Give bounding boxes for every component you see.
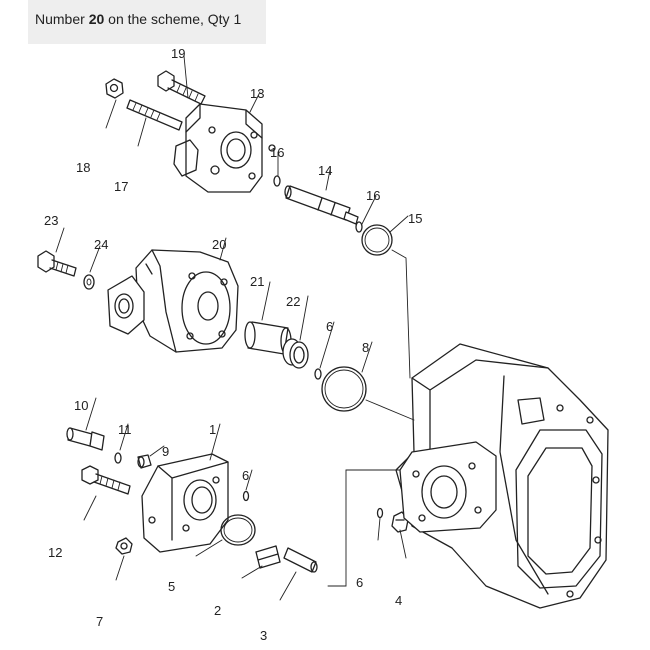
label-6-left: 6 xyxy=(242,468,249,483)
part-14-shaft xyxy=(284,185,359,225)
part-6-ring-lower xyxy=(376,507,384,519)
label-13: 13 xyxy=(250,86,264,101)
label-5: 5 xyxy=(168,579,175,594)
part-16-ring-mid xyxy=(355,221,363,233)
part-21-bushing xyxy=(244,321,292,355)
part-6-ring-upper xyxy=(314,368,322,380)
label-16-mid: 16 xyxy=(366,188,380,203)
label-6-upper: 6 xyxy=(326,319,333,334)
label-8: 8 xyxy=(362,340,369,355)
header-text: Number 20 on the scheme, Qty 1 xyxy=(35,11,241,27)
label-15: 15 xyxy=(408,211,422,226)
label-11: 11 xyxy=(118,422,132,437)
label-23: 23 xyxy=(44,213,58,228)
label-4: 4 xyxy=(395,593,402,608)
part-6-ring-left xyxy=(242,490,250,502)
label-12: 12 xyxy=(48,545,62,560)
label-24: 24 xyxy=(94,237,108,252)
label-6-lower: 6 xyxy=(356,575,363,590)
main-pump-housing xyxy=(395,343,609,609)
header-bar: Number 20 on the scheme, Qty 1 xyxy=(28,0,266,44)
part-16-ring-upper xyxy=(273,175,281,187)
label-2: 2 xyxy=(214,603,221,618)
part-22-bearing xyxy=(282,338,309,369)
part-9-plug xyxy=(137,454,152,469)
part-12-bolt xyxy=(81,465,131,495)
part-8-o-ring xyxy=(321,366,367,412)
label-17: 17 xyxy=(114,179,128,194)
label-21: 21 xyxy=(250,274,264,289)
label-18: 18 xyxy=(76,160,90,175)
part-17-stud xyxy=(126,99,183,131)
leader-lines xyxy=(55,55,409,601)
part-20-gear-pump xyxy=(107,249,239,353)
part-labels: 19 13 18 17 16 14 16 15 23 24 20 21 22 6… xyxy=(44,46,422,643)
part-2-spring xyxy=(255,545,281,569)
part-23-bolt xyxy=(37,250,77,277)
label-16-upper: 16 xyxy=(270,145,284,160)
part-24-washer xyxy=(83,274,95,290)
label-7: 7 xyxy=(96,614,103,629)
part-13-cover xyxy=(173,103,276,193)
label-9: 9 xyxy=(162,444,169,459)
part-18-nut xyxy=(105,78,124,99)
label-3: 3 xyxy=(260,628,267,643)
label-22: 22 xyxy=(286,294,300,309)
assembly-guide-lines xyxy=(327,249,415,587)
label-1: 1 xyxy=(209,422,216,437)
label-14: 14 xyxy=(318,163,332,178)
part-7-plug xyxy=(115,537,133,555)
part-3-piston xyxy=(283,547,318,573)
header-prefix: Number xyxy=(35,11,85,27)
part-1-valve-block xyxy=(141,453,229,553)
label-10: 10 xyxy=(74,398,88,413)
label-19: 19 xyxy=(171,46,185,61)
header-suffix: on the scheme, Qty 1 xyxy=(108,11,242,27)
part-11-ring xyxy=(114,452,122,464)
part-15-o-ring xyxy=(361,224,393,256)
part-5-o-ring xyxy=(220,514,256,546)
label-20: 20 xyxy=(212,237,226,252)
part-10-fitting xyxy=(66,427,105,451)
header-part-number: 20 xyxy=(88,11,105,27)
part-19-bolt xyxy=(157,70,206,105)
